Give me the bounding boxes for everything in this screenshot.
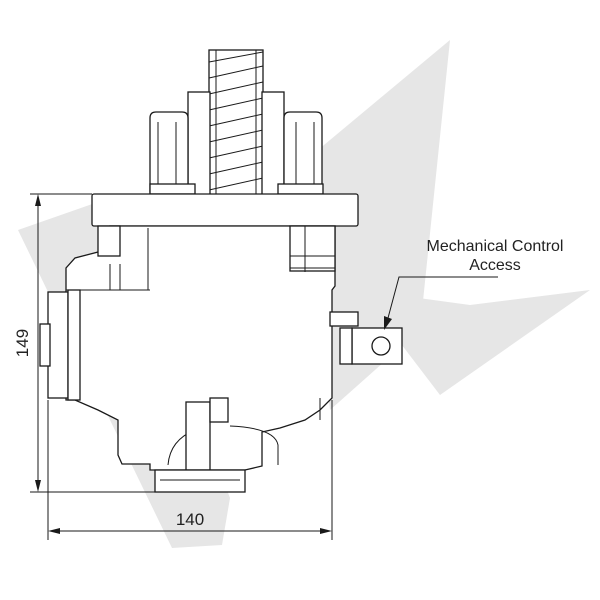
side-block-right-base	[277, 183, 324, 195]
side-cover-boss	[39, 323, 51, 367]
gear-shaft	[208, 49, 264, 196]
control-access-hole	[371, 336, 391, 356]
housing-outline	[65, 225, 336, 471]
leader-line	[387, 276, 498, 319]
side-block-left-base	[149, 183, 196, 195]
side-cover	[39, 289, 81, 401]
callout: Mechanical Control Access	[384, 238, 563, 330]
output-boss-left	[185, 401, 211, 471]
side-cover-plate	[47, 291, 69, 399]
bearing-housing	[149, 91, 324, 196]
side-block-right	[283, 111, 323, 193]
output-base	[154, 469, 246, 493]
control-access-block	[329, 311, 403, 365]
bearing-left	[187, 91, 211, 196]
mounting-flange	[91, 193, 359, 227]
side-cover-ring	[67, 289, 81, 401]
housing-shoulder-right	[289, 225, 336, 272]
arrow-left	[48, 528, 60, 534]
side-block-left	[149, 111, 189, 193]
bearing-right	[261, 91, 285, 196]
dimension-width-label: 140	[176, 510, 204, 529]
control-collar	[339, 327, 353, 365]
control-stem	[329, 311, 359, 327]
watermark-stroke-5	[360, 290, 590, 395]
output-boss-top	[209, 397, 229, 423]
callout-line-1: Mechanical Control	[427, 238, 564, 255]
dimension-height-label: 149	[13, 329, 32, 357]
leader-arrow	[384, 316, 392, 330]
worm-gear	[208, 49, 264, 196]
dimension-width: 140	[47, 400, 333, 540]
arrow-up	[35, 194, 41, 206]
arrow-down	[35, 480, 41, 492]
dimension-height: 149	[13, 193, 155, 493]
housing-shoulder-left	[97, 225, 121, 257]
callout-line-2: Access	[469, 257, 521, 274]
arrow-right	[320, 528, 332, 534]
gearbox-body	[65, 225, 336, 493]
